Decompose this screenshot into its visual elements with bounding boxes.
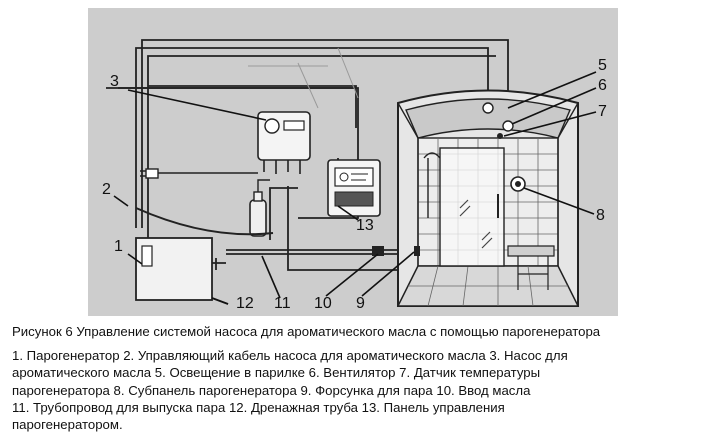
steam-nozzle-icon: [414, 246, 420, 256]
callout-13: 13: [356, 217, 374, 234]
oil-inlet: [372, 246, 384, 256]
generator-control-panel: [327, 159, 381, 217]
fan-icon: [502, 120, 514, 132]
steam-system-diagram: 3 2 1 5 6 7 8 13 9 10 11 12: [88, 8, 618, 316]
legend-line: парогенератором.: [12, 417, 123, 433]
legend-line: 11. Трубопровод для выпуска пара 12. Дре…: [12, 399, 505, 415]
callout-12: 12: [236, 295, 254, 312]
steam-generator: [135, 237, 229, 305]
legend-line: ароматического масла 5. Освещение в пари…: [12, 365, 541, 381]
callout-5: 5: [598, 57, 607, 74]
callout-2: 2: [102, 181, 111, 198]
legend-line: 1. Парогенератор 2. Управляющий кабель н…: [12, 348, 568, 363]
figure-caption: Рисунок 6 Управление системой насоса для…: [12, 324, 601, 339]
ceiling-light-icon: [482, 102, 494, 114]
oil-bottle: [249, 179, 270, 237]
temperature-sensor-icon: [497, 133, 503, 139]
figure-legend: 1. Парогенератор 2. Управляющий кабель н…: [12, 347, 702, 433]
steam-room: [396, 89, 580, 307]
callout-7: 7: [598, 103, 607, 120]
power-plug-icon: [140, 168, 258, 179]
callout-8: 8: [596, 207, 605, 224]
legend-line: парогенератора 8. Субпанель парогенерато…: [12, 382, 531, 398]
pump-control-cable: [135, 207, 274, 236]
steam-outlet-pipe: [226, 249, 400, 255]
callout-9: 9: [356, 295, 365, 312]
callout-10: 10: [314, 295, 332, 312]
callout-11: 11: [274, 295, 291, 312]
aroma-pump: [257, 111, 311, 174]
callout-6: 6: [598, 77, 607, 94]
callout-3: 3: [110, 73, 119, 90]
callout-1: 1: [114, 238, 123, 255]
